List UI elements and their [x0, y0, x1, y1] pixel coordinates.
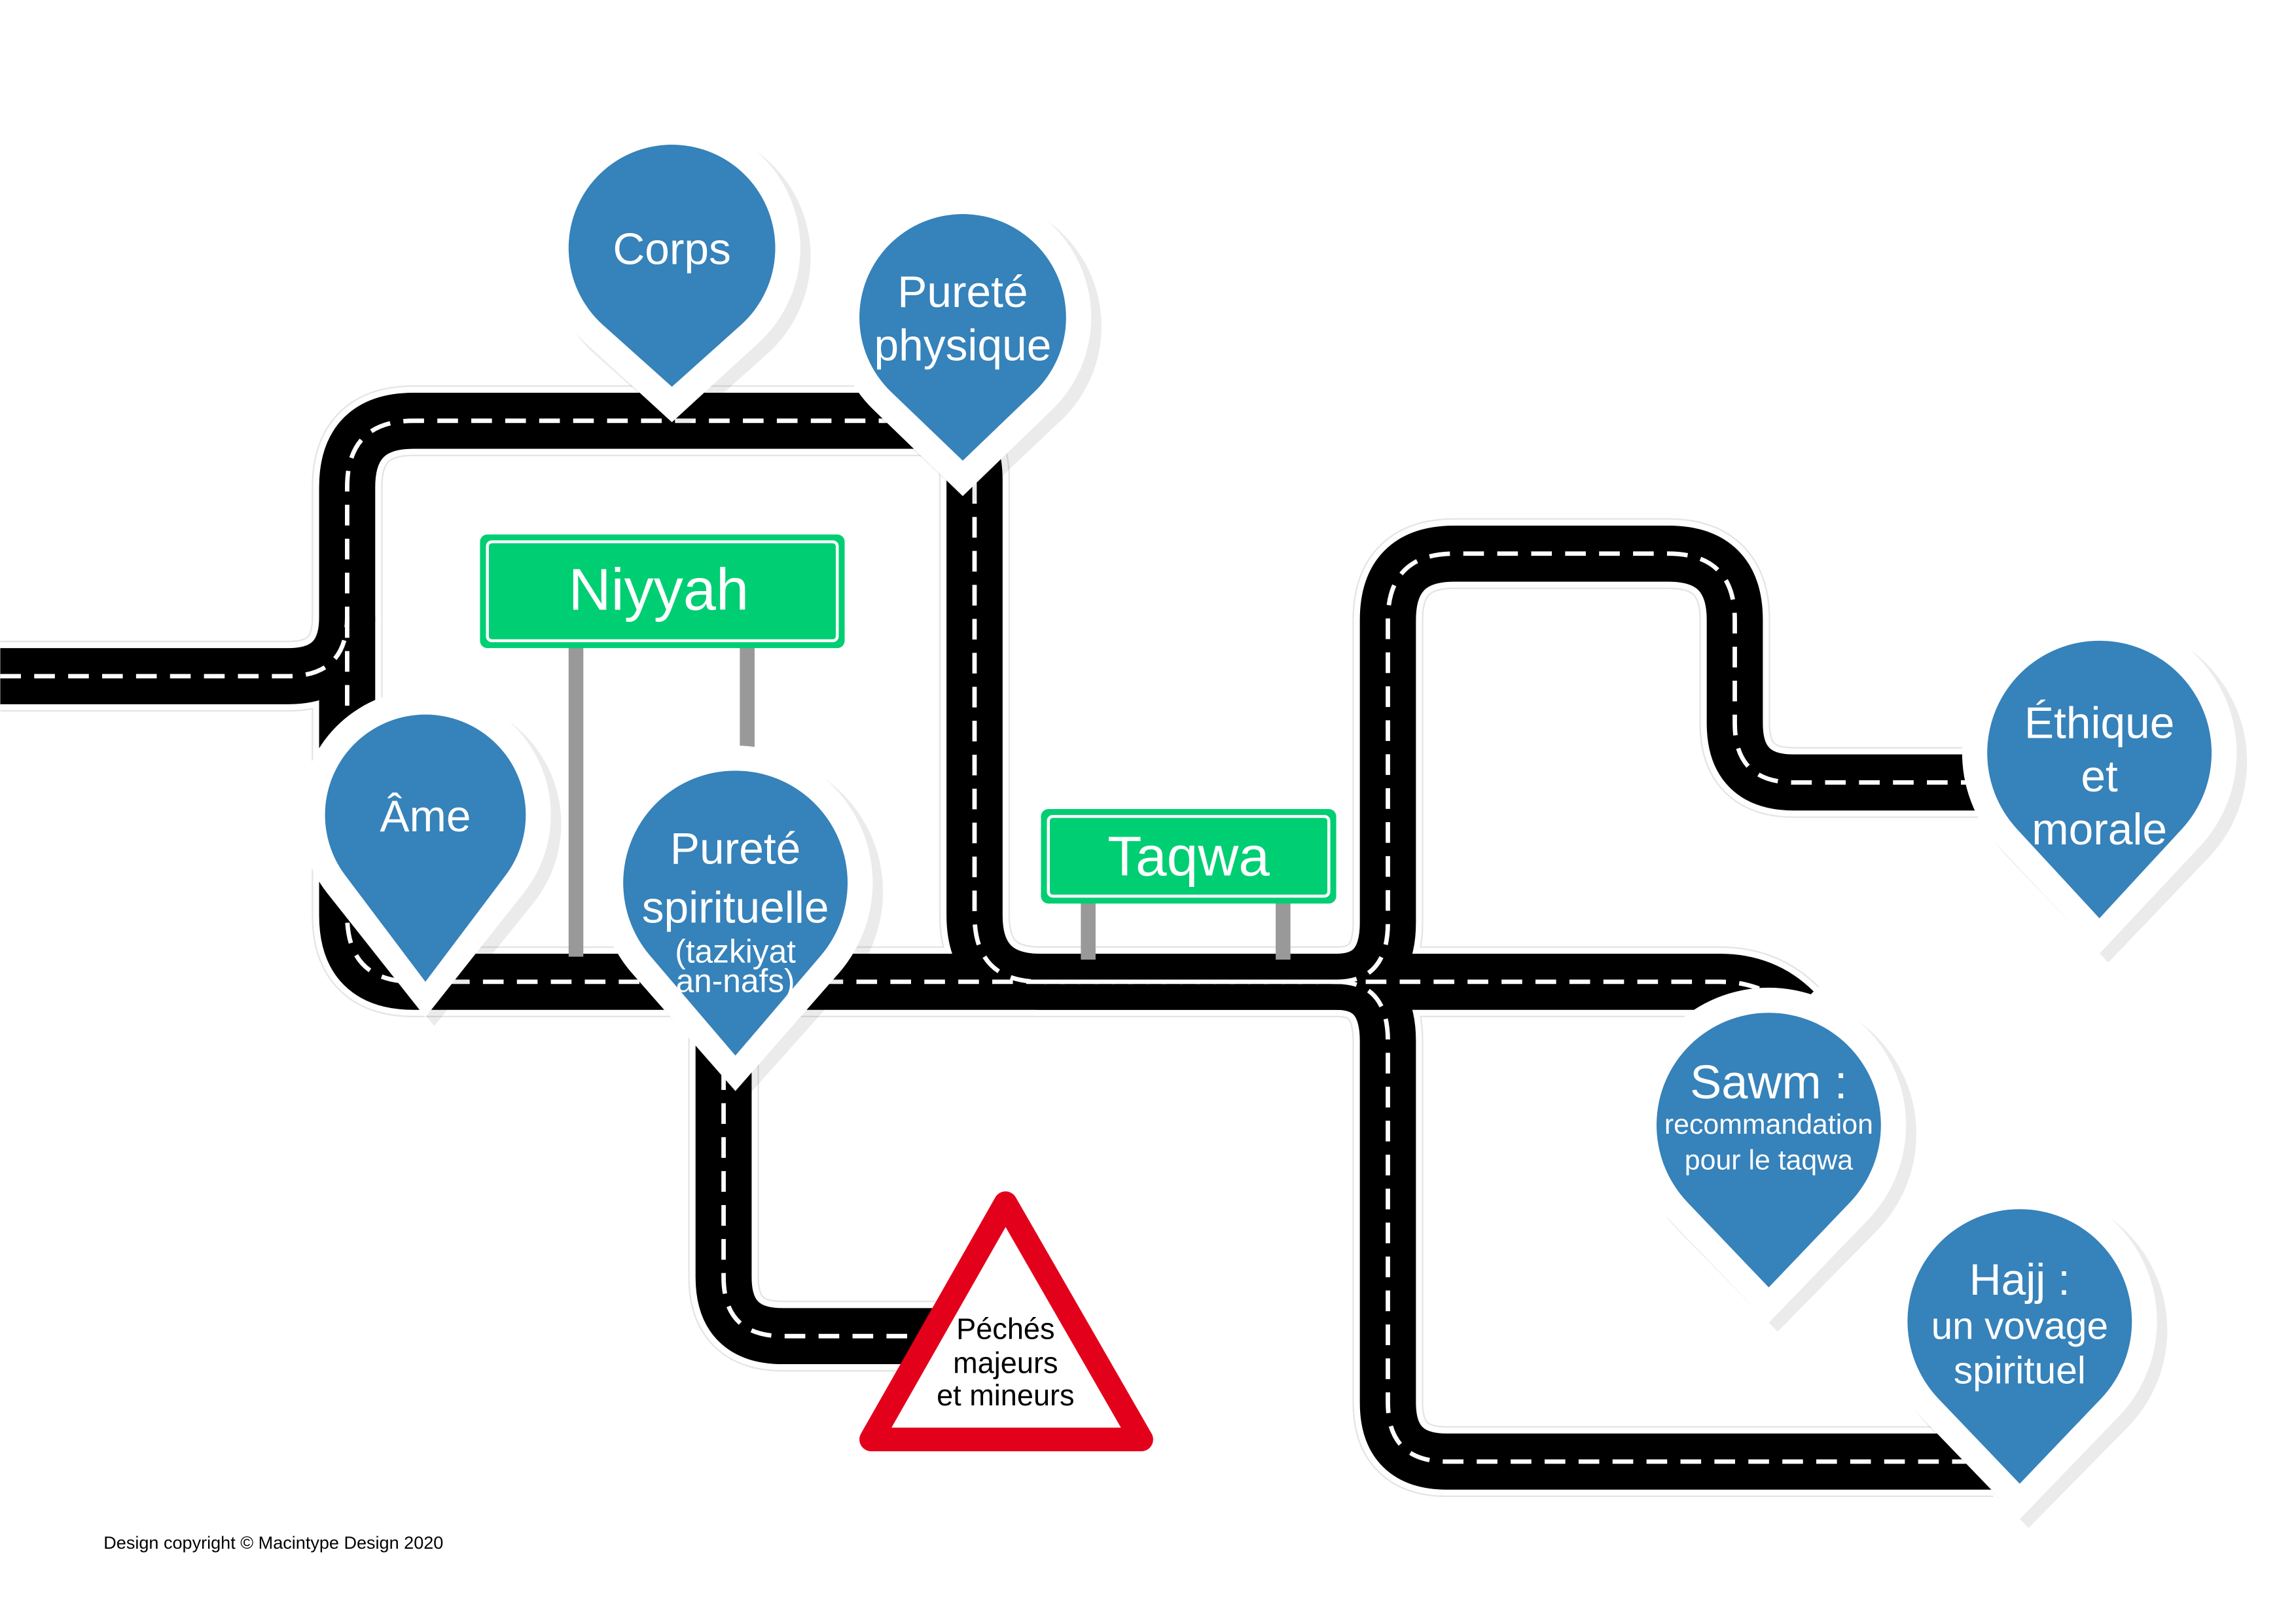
taqwa-sign: Taqwa	[1041, 808, 1336, 960]
sign-board	[1041, 808, 1336, 904]
roads	[0, 385, 1994, 1498]
pin-label: (tazkiyat	[675, 933, 796, 970]
pin-label: recommandation	[1664, 1109, 1873, 1140]
warning-sign: Péchés majeurs et mineurs	[859, 1191, 1153, 1452]
pin-label: Corps	[613, 225, 730, 274]
sign-label-taqwa: Taqwa	[1107, 825, 1270, 888]
pin-label: un vovage	[1931, 1305, 2109, 1348]
map-pin-icon	[1657, 1013, 1881, 1288]
pin-label: Pureté	[670, 824, 800, 873]
road-up-right	[1335, 525, 1986, 1010]
sign-post	[568, 646, 584, 957]
warning-line-3: et mineurs	[937, 1379, 1075, 1412]
pin-label: spirituel	[1954, 1349, 2086, 1392]
warning-triangle-icon	[859, 1191, 1153, 1452]
sign-post	[1276, 900, 1291, 960]
pin-label: Hajj :	[1969, 1255, 2070, 1305]
map-pin-icon	[1987, 640, 2212, 918]
warning-line-2: majeurs	[953, 1346, 1058, 1380]
niyyah-sign: Niyyah	[480, 534, 845, 957]
road-left-center-line	[0, 418, 1336, 984]
pin-label: morale	[2032, 805, 2167, 854]
sign-board	[480, 534, 845, 649]
map-pin-icon	[325, 714, 526, 982]
pin-label: an-nafs)	[676, 963, 795, 1000]
pin-label: Sawm :	[1690, 1056, 1848, 1109]
sign-post	[1081, 900, 1096, 960]
pin-corps: Corps	[543, 119, 811, 431]
copyright-text: Design copyright © Macintype Design 2020	[103, 1533, 443, 1553]
pin-label: spirituelle	[642, 884, 829, 933]
map-pin-icon	[623, 770, 848, 1056]
pin-label: pour le taqwa	[1685, 1144, 1853, 1176]
sign-label-niyyah: Niyyah	[568, 557, 749, 623]
pin-label: Âme	[380, 792, 471, 841]
pin-label: physique	[874, 321, 1052, 370]
map-pin-icon	[859, 214, 1066, 461]
pin-label: Pureté	[897, 268, 1028, 317]
road-down-right-center-line	[1336, 979, 1994, 1464]
map-pin-icon	[1907, 1209, 2132, 1484]
pin-label: et	[2081, 752, 2118, 801]
pins: CorpsPuretéphysiqueÂmePuretéspirituelle(…	[300, 119, 2248, 1528]
warning-line-1: Péchés	[956, 1312, 1054, 1346]
pin-label: Éthique	[2024, 699, 2174, 748]
map-pin-icon	[568, 145, 776, 387]
pin-ame: Âme	[300, 689, 562, 1026]
pin-sawm: Sawm :recommandation pour le taqwa	[1631, 987, 1916, 1332]
road-up-right-center-line	[1336, 551, 1986, 984]
